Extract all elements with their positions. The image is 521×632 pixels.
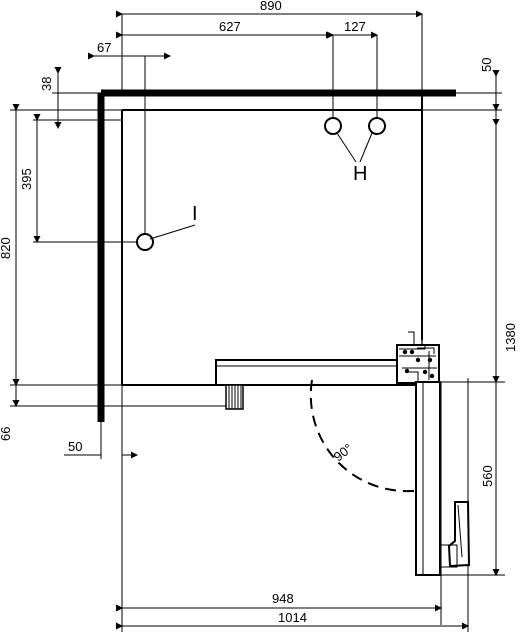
dim-1014-label: 1014 bbox=[278, 610, 307, 625]
angle-90-label: 90° bbox=[331, 440, 356, 464]
dim-38-label: 38 bbox=[39, 77, 54, 91]
shower-door bbox=[309, 379, 471, 576]
dim-67-label: 67 bbox=[97, 40, 111, 55]
hinge-bolt-2 bbox=[409, 349, 415, 355]
hinge-bolt-5 bbox=[429, 373, 435, 379]
hinge-detail-line-1 bbox=[399, 345, 426, 350]
label-h-leader-left bbox=[336, 132, 357, 163]
dim-560-label: 560 bbox=[480, 465, 495, 487]
hinge-bolt-1 bbox=[402, 349, 408, 355]
dim-948-label: 948 bbox=[272, 591, 294, 606]
dim-395-label: 395 bbox=[19, 168, 34, 190]
dim-66-label: 66 bbox=[0, 427, 13, 441]
right-dimensions: 50 1380 560 bbox=[422, 58, 518, 576]
top-fixed-glass-panel bbox=[215, 359, 422, 386]
dim-890-label: 890 bbox=[260, 0, 282, 13]
label-i-leader bbox=[149, 224, 196, 240]
label-h-leader-right bbox=[359, 132, 373, 163]
dim-627-label: 627 bbox=[219, 19, 241, 34]
bottom-dimensions: 948 1014 bbox=[116, 385, 469, 632]
label-h: H bbox=[353, 163, 367, 185]
hinge-bolt-4 bbox=[422, 369, 428, 375]
door-swing-arc bbox=[309, 379, 413, 493]
dim-1380-label: 1380 bbox=[503, 323, 518, 352]
door-handle-inner bbox=[457, 504, 463, 558]
dim-127-label: 127 bbox=[344, 19, 366, 34]
outlet-i bbox=[136, 233, 154, 251]
dim-50-bottom-label: 50 bbox=[68, 439, 82, 454]
valve-h-right bbox=[368, 117, 386, 135]
top-dimensions: 890 627 127 67 bbox=[94, 0, 423, 234]
hinge-corner-top bbox=[408, 331, 415, 345]
dim-50-top-label: 50 bbox=[479, 58, 494, 72]
label-i: I bbox=[192, 203, 198, 225]
drain-fitting-grid bbox=[228, 385, 242, 409]
fixed-panel-and-hinge bbox=[215, 331, 440, 386]
shower-tray-outline bbox=[121, 109, 423, 386]
hinge-detail-line-2 bbox=[417, 347, 435, 354]
hinge-bolt-6 bbox=[415, 357, 421, 363]
door-panel bbox=[415, 381, 441, 576]
valve-h-left bbox=[324, 117, 342, 135]
left-dimensions: 38 395 820 66 50 bbox=[0, 67, 226, 459]
hinge-detail-line-6 bbox=[405, 371, 419, 381]
door-handle-outer bbox=[447, 501, 471, 568]
dim-820-label: 820 bbox=[0, 237, 13, 259]
hinge-bolt-7 bbox=[427, 357, 433, 363]
hinge-bolt-3 bbox=[404, 368, 410, 374]
door-handle-clamp bbox=[440, 544, 458, 568]
labels-and-leaders: H I bbox=[149, 132, 373, 240]
